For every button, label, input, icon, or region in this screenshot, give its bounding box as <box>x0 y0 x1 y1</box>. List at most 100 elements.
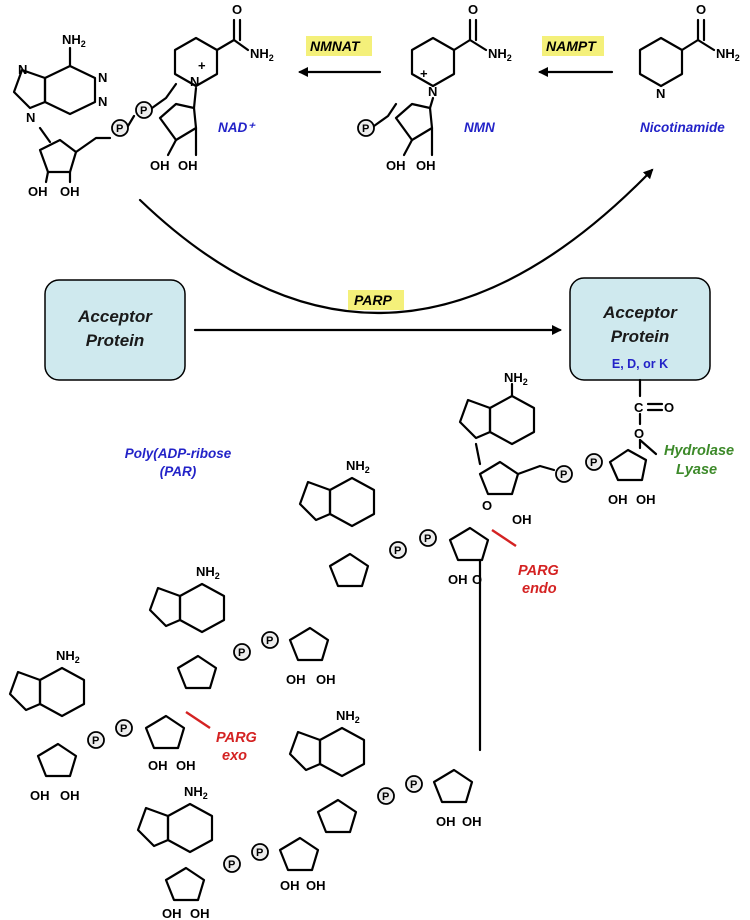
acceptor-left-line2: Protein <box>86 331 145 350</box>
svg-text:N: N <box>98 70 107 85</box>
phosphate-icon <box>233 643 251 661</box>
nampt-label: NAMPT <box>546 38 597 54</box>
svg-text:N: N <box>98 94 107 109</box>
svg-text:O: O <box>664 400 674 415</box>
svg-text:OH: OH <box>416 158 436 173</box>
phosphate-icon <box>251 843 269 861</box>
svg-text:OH: OH <box>306 878 326 893</box>
svg-text:P: P <box>116 123 123 135</box>
par-unit-3: NH2 P P OH OH <box>148 564 336 690</box>
svg-text:OH: OH <box>150 158 170 173</box>
svg-text:OH: OH <box>28 184 48 199</box>
svg-text:NH2: NH2 <box>184 784 208 801</box>
svg-text:OH: OH <box>608 492 628 507</box>
phosphate-icon <box>419 529 437 547</box>
parg-endo-cleavage-icon <box>491 529 517 547</box>
phosphate-icon <box>223 855 241 873</box>
svg-text:OH: OH <box>636 492 656 507</box>
parp-highlight <box>348 290 404 310</box>
nmn-molecule: N + O NH2 P OH OH NMN <box>357 2 512 173</box>
svg-text:O: O <box>472 572 482 587</box>
svg-text:OH: OH <box>176 758 196 773</box>
phosphate-icon <box>405 775 423 793</box>
svg-text:P: P <box>256 847 263 859</box>
par-unit-4: NH2 OH OH P P OH OH <box>8 648 196 803</box>
parg-endo-line2: endo <box>522 581 557 597</box>
par-label-line2: (PAR) <box>160 464 197 479</box>
svg-text:OH: OH <box>280 878 300 893</box>
svg-text:OH: OH <box>162 906 182 920</box>
svg-text:NH2: NH2 <box>56 648 80 665</box>
svg-text:P: P <box>394 545 401 557</box>
svg-text:NH2: NH2 <box>62 32 86 49</box>
acceptor-right-line1: Acceptor <box>602 303 678 322</box>
phosphate-icon <box>115 719 133 737</box>
lyase-label: Lyase <box>676 462 717 478</box>
svg-text:N: N <box>26 110 35 125</box>
nmnat-highlight <box>306 36 372 56</box>
svg-text:P: P <box>410 779 417 791</box>
svg-text:P: P <box>266 635 273 647</box>
nmnat-label: NMNAT <box>310 38 361 54</box>
svg-text:N: N <box>656 86 665 101</box>
svg-text:OH: OH <box>462 814 482 829</box>
parg-exo-cleavage-icon <box>185 711 211 729</box>
svg-text:OH: OH <box>190 906 210 920</box>
svg-text:O: O <box>232 2 242 17</box>
svg-text:P: P <box>92 735 99 747</box>
svg-text:OH: OH <box>512 512 532 527</box>
svg-text:P: P <box>560 469 567 481</box>
parp-enzyme: PARP <box>193 290 562 335</box>
svg-text:N: N <box>190 74 199 89</box>
acceptor-right-line2: Protein <box>611 327 670 346</box>
phosphate-icon <box>261 631 279 649</box>
svg-text:OH: OH <box>436 814 456 829</box>
nmnat-enzyme: NMNAT <box>298 36 382 77</box>
nampt-highlight <box>542 36 604 56</box>
svg-text:OH: OH <box>386 158 406 173</box>
svg-text:OH: OH <box>60 788 80 803</box>
acceptor-protein-right: Acceptor Protein E, D, or K <box>569 277 711 381</box>
phosphate-icon <box>111 119 129 137</box>
svg-text:OH: OH <box>60 184 80 199</box>
svg-text:OH: OH <box>178 158 198 173</box>
svg-text:O: O <box>696 2 706 17</box>
phosphate-icon <box>585 453 603 471</box>
parg-exo-line1: PARG <box>216 730 257 746</box>
svg-text:O: O <box>468 2 478 17</box>
phosphate-icon <box>389 541 407 559</box>
svg-text:OH: OH <box>448 572 468 587</box>
svg-text:OH: OH <box>30 788 50 803</box>
nampt-enzyme: NAMPT <box>538 36 614 77</box>
svg-text:N: N <box>428 84 437 99</box>
hydrolase-cleavage-icon <box>638 438 658 456</box>
svg-text:P: P <box>120 723 127 735</box>
svg-text:P: P <box>362 123 369 135</box>
nicotinamide-label: Nicotinamide <box>640 120 725 135</box>
nicotinamide-release-arrow <box>138 168 654 314</box>
nad-label: NAD⁺ <box>218 120 256 135</box>
svg-text:C: C <box>634 400 644 415</box>
ester-linkage: C O O Hydrolase Lyase <box>634 378 734 478</box>
phosphate-icon <box>357 119 375 137</box>
parg-endo-site: PARG endo <box>491 529 559 597</box>
phosphate-icon <box>135 101 153 119</box>
svg-text:P: P <box>424 533 431 545</box>
par-unit-2: NH2 P P OH O <box>298 458 490 752</box>
svg-text:NH2: NH2 <box>196 564 220 581</box>
parg-endo-line1: PARG <box>518 563 559 579</box>
svg-text:+: + <box>198 58 206 73</box>
par-unit-6: NH2 OH OH P P OH OH <box>136 784 326 920</box>
svg-text:NH2: NH2 <box>504 370 528 387</box>
nicotinamide-molecule: N O NH2 Nicotinamide <box>638 2 740 135</box>
svg-text:+: + <box>420 66 428 81</box>
svg-text:OH: OH <box>286 672 306 687</box>
svg-text:N: N <box>18 62 27 77</box>
svg-text:P: P <box>382 791 389 803</box>
svg-text:OH: OH <box>316 672 336 687</box>
hydrolase-label: Hydrolase <box>664 443 734 459</box>
acceptor-box-left <box>44 279 186 381</box>
par-unit-1: NH2 O OH P P OH OH <box>458 370 656 527</box>
parg-exo-line2: exo <box>222 748 247 764</box>
